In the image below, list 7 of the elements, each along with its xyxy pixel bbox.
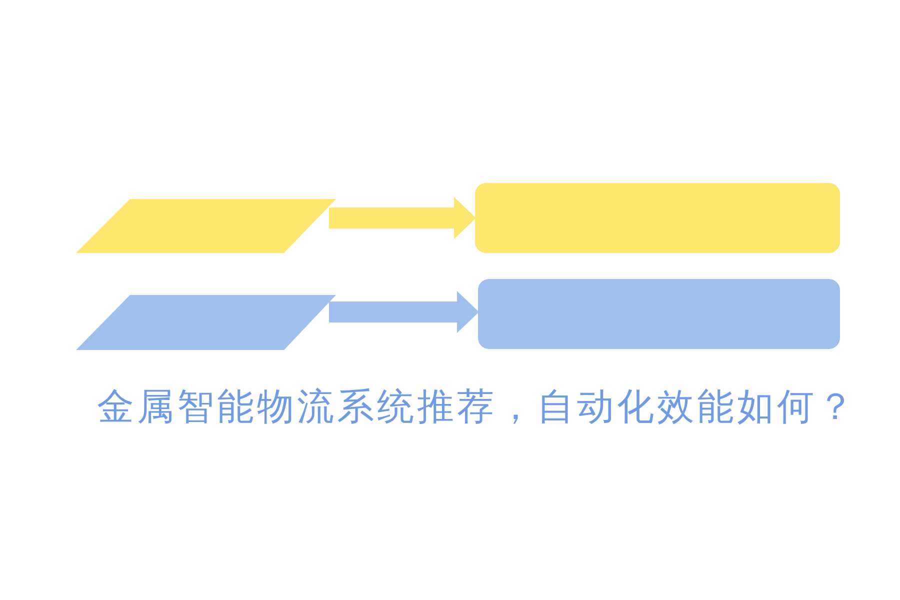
arrow [329, 291, 479, 333]
parallelogram-shape [76, 199, 336, 253]
rounded-box [478, 279, 840, 349]
title: 金属智能物流系统推荐，自动化效能如何？ [97, 385, 857, 428]
arrow [329, 197, 476, 239]
parallelogram-shape [76, 295, 336, 350]
rounded-box [475, 183, 840, 253]
